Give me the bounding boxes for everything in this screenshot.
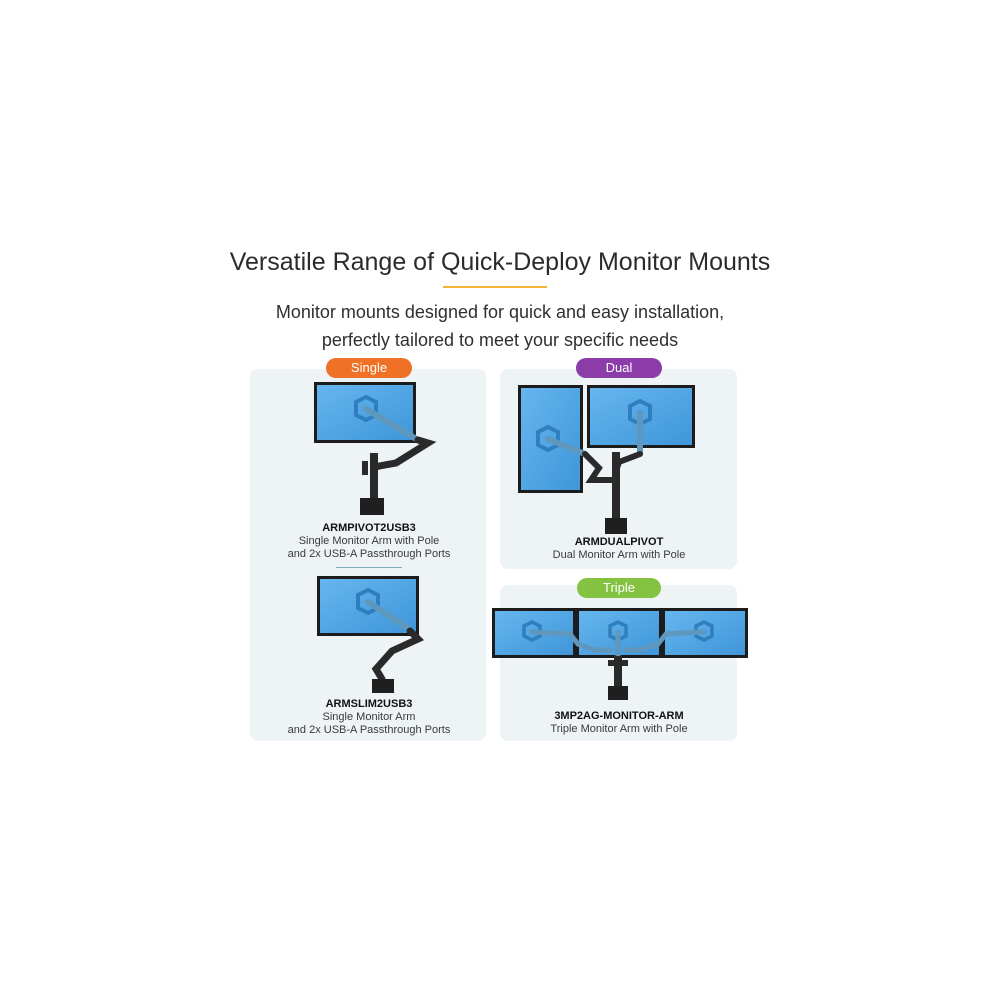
- subheading: Monitor mounts designed for quick and ea…: [0, 298, 1000, 354]
- armdual-product-image: [518, 385, 695, 534]
- armslim-description-2: and 2x USB-A Passthrough Ports: [287, 724, 451, 736]
- armtriple-description-1: Triple Monitor Arm with Pole: [550, 723, 688, 735]
- subheading-line-1: Monitor mounts designed for quick and ea…: [275, 302, 725, 322]
- armslim-sku: ARMSLIM2USB3: [325, 698, 413, 710]
- armslim-product-image: [317, 576, 425, 693]
- category-pill-single: Single: [326, 358, 412, 378]
- armpivot-description-2: and 2x USB-A Passthrough Ports: [287, 548, 451, 560]
- armpivot-description-1: Single Monitor Arm with Pole: [298, 535, 440, 547]
- armpivot-product-image: [314, 382, 437, 515]
- armpivot-caption: ARMPIVOT2USB3 Single Monitor Arm with Po…: [260, 522, 478, 561]
- armtriple-sku: 3MP2AG-MONITOR-ARM: [554, 710, 684, 722]
- armdual-description-1: Dual Monitor Arm with Pole: [552, 549, 686, 561]
- armtriple-product-image: [492, 608, 748, 700]
- armdual-caption: ARMDUALPIVOT Dual Monitor Arm with Pole: [510, 536, 728, 562]
- category-pill-dual: Dual: [576, 358, 662, 378]
- headline: Versatile Range of Quick-Deploy Monitor …: [229, 248, 771, 276]
- single-divider: [336, 567, 402, 568]
- armpivot-sku: ARMPIVOT2USB3: [322, 522, 416, 534]
- category-pill-triple: Triple: [577, 578, 661, 598]
- subheading-line-2: perfectly tailored to meet your specific…: [321, 330, 679, 350]
- armdual-sku: ARMDUALPIVOT: [574, 536, 664, 548]
- armslim-caption: ARMSLIM2USB3 Single Monitor Arm and 2x U…: [260, 698, 478, 737]
- armtriple-caption: 3MP2AG-MONITOR-ARM Triple Monitor Arm wi…: [510, 710, 728, 736]
- armslim-description-1: Single Monitor Arm: [322, 711, 416, 723]
- title-underline: [443, 286, 547, 288]
